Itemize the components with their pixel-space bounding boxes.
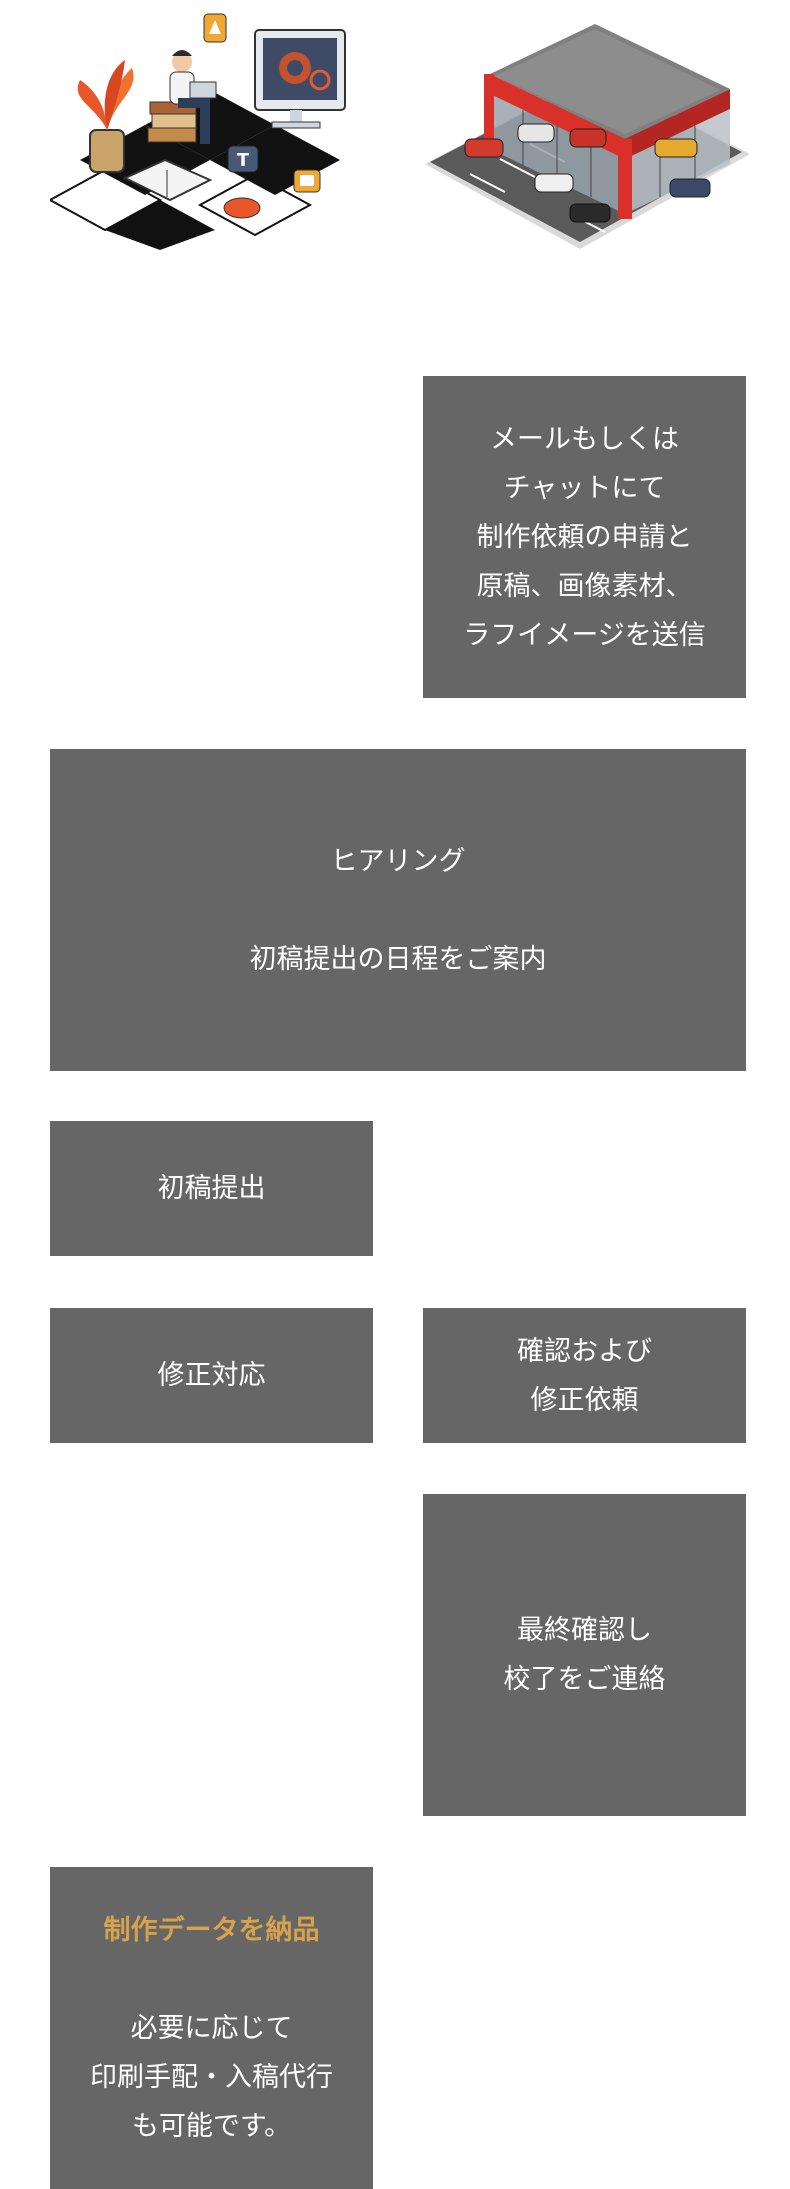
step-delivery-heading: 制作データを納品 [103, 1914, 320, 1946]
step-request-line-3: 制作依頼の申請と [476, 521, 693, 553]
step-review-request-box: 確認および 修正依頼 [423, 1308, 746, 1443]
step-first-draft-label: 初稿提出 [157, 1173, 266, 1204]
car-dealership-illustration [420, 14, 750, 254]
step-request-box: メールもしくは チャットにて 制作依頼の申請と 原稿、画像素材、 ラフイメージを… [423, 376, 746, 698]
step-hearing-schedule: 初稿提出の日程をご案内 [249, 943, 547, 975]
step-final-line-1: 最終確認し [517, 1615, 652, 1646]
step-hearing-title: ヒアリング [330, 845, 466, 877]
step-delivery-line-3: も可能です。 [131, 2110, 292, 2142]
step-review-line-1: 確認および [517, 1335, 652, 1367]
step-revision-label: 修正対応 [157, 1360, 266, 1391]
step-final-check-box: 最終確認し 校了をご連絡 [423, 1494, 746, 1816]
step-revision-box: 修正対応 [50, 1308, 373, 1443]
step-request-line-5: ラフイメージを送信 [463, 619, 706, 651]
step-request-line-2: チャットにて [503, 472, 666, 504]
step-request-line-1: メールもしくは [490, 423, 679, 455]
car-dealership-building-icon [425, 24, 750, 249]
step-hearing-box: ヒアリング 初稿提出の日程をご案内 [50, 749, 746, 1071]
svg-text:T: T [237, 150, 250, 171]
step-final-line-2: 校了をご連絡 [503, 1664, 666, 1695]
step-delivery-box: 制作データを納品 必要に応じて 印刷手配・入稿代行 も可能です。 [50, 1867, 373, 2189]
step-first-draft-box: 初稿提出 [50, 1121, 373, 1256]
step-delivery-line-1: 必要に応じて [130, 2012, 293, 2044]
step-delivery-line-2: 印刷手配・入稿代行 [90, 2061, 333, 2093]
step-review-line-2: 修正依頼 [530, 1384, 639, 1416]
designer-workspace-icon: T [50, 13, 346, 250]
step-request-line-4: 原稿、画像素材、 [476, 570, 693, 602]
designer-workspace-illustration: T [50, 10, 380, 250]
